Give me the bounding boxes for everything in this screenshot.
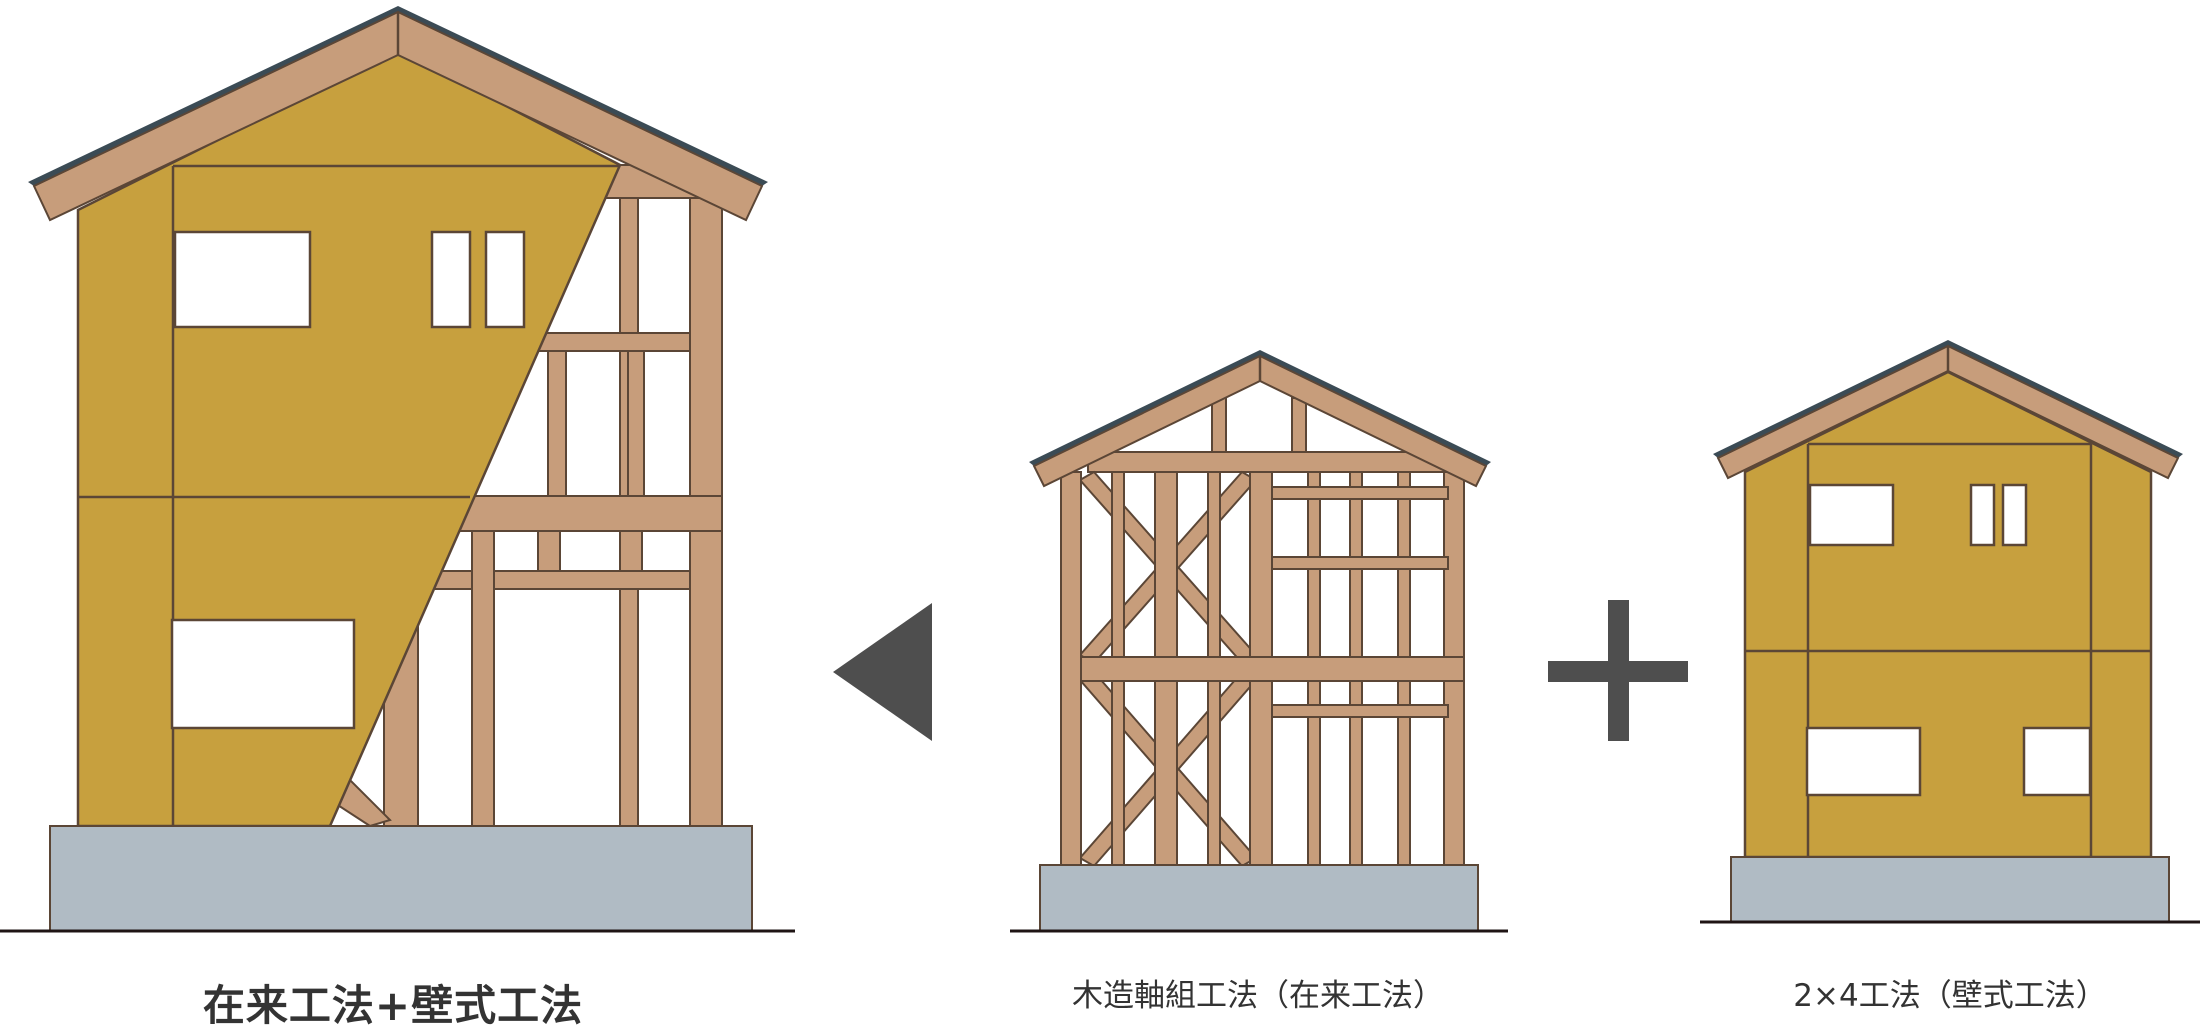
caption-hybrid: 在来工法+壁式工法 — [202, 981, 584, 1030]
two-by-four-roof — [1713, 340, 2183, 480]
hybrid-house — [0, 6, 795, 933]
caption-two-by-four: 2×4工法（壁式工法） — [1793, 978, 2107, 1014]
post-beam-roof — [1029, 350, 1491, 488]
foundation — [1730, 856, 2170, 923]
foundation — [49, 825, 753, 932]
hybrid-roof — [28, 6, 768, 222]
window — [173, 230, 312, 329]
window — [1969, 483, 1996, 547]
window — [1805, 726, 1922, 797]
window — [170, 618, 356, 730]
arrow-left-icon — [833, 603, 932, 741]
window — [2022, 726, 2092, 797]
plus-icon — [1548, 600, 1688, 741]
window — [1808, 483, 1895, 547]
window — [484, 230, 526, 329]
post-beam-house — [1010, 350, 1508, 933]
window — [2001, 483, 2028, 547]
two-by-four-house — [1700, 340, 2200, 924]
foundation — [1039, 864, 1479, 932]
caption-post-beam: 木造軸組工法（在来工法） — [1072, 978, 1444, 1014]
post-beam-frame — [1060, 397, 1465, 868]
window — [430, 230, 472, 329]
